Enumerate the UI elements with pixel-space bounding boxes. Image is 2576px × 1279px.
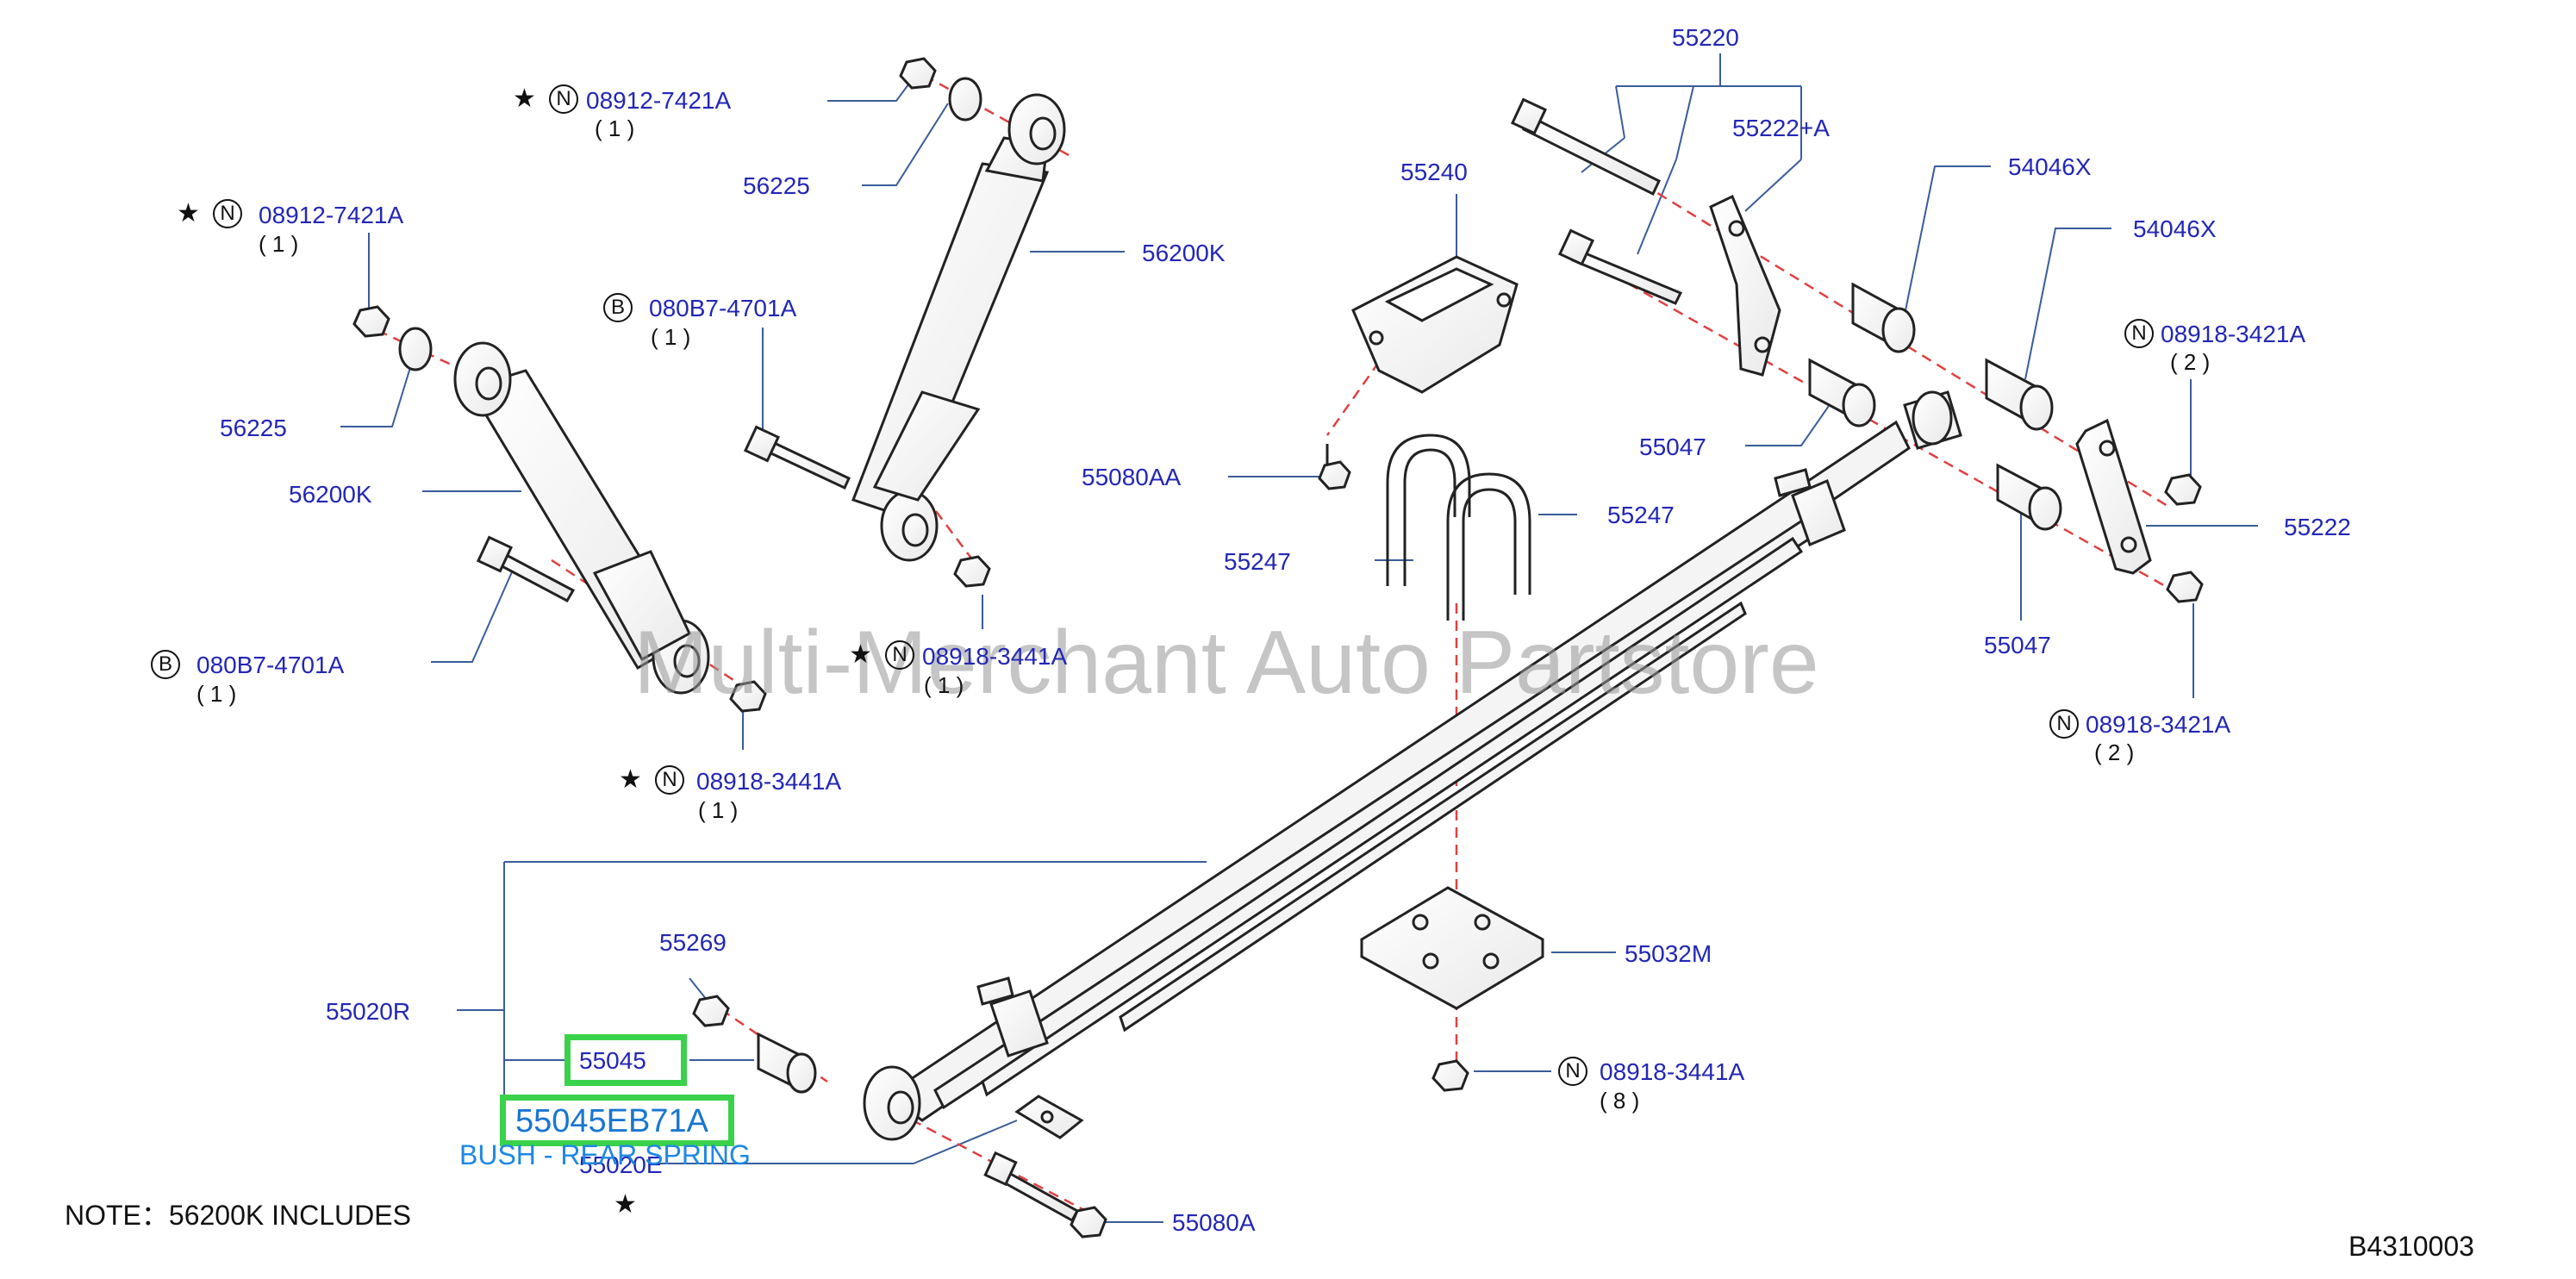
callout-55045[interactable]: 55045: [579, 1047, 646, 1074]
callout-08912-7421a-left[interactable]: 08912-7421A: [259, 202, 404, 228]
badge-n-icon: N: [1558, 1057, 1587, 1086]
qty-08918-3441a-bot: ( 8 ): [1600, 1088, 1640, 1114]
nuts-and-washers: [352, 57, 2204, 1238]
qty-080b7-left: ( 1 ): [196, 681, 237, 707]
star-icon: ★: [619, 764, 642, 795]
bump-stopper: [1351, 255, 1519, 394]
callout-55080aa[interactable]: 55080AA: [1082, 464, 1182, 490]
callout-55020r[interactable]: 55020R: [326, 998, 411, 1025]
badge-b-icon: B: [151, 650, 180, 679]
callout-56225-left[interactable]: 56225: [220, 415, 287, 441]
badge-n-icon: N: [655, 765, 684, 795]
qty-08918-3421a-1: ( 2 ): [2170, 349, 2211, 375]
qty-08918-3421a-2: ( 2 ): [2094, 739, 2135, 765]
callout-55222a[interactable]: 55222+A: [1732, 115, 1830, 141]
leader-lines: [340, 53, 2258, 1223]
spring-seat-plate: [1360, 886, 1544, 1010]
callout-08918-3441a-bot[interactable]: 08918-3441A: [1600, 1058, 1745, 1085]
qty-08918-3441a-left: ( 1 ): [698, 797, 739, 823]
callout-55047-1[interactable]: 55047: [1639, 434, 1706, 460]
note-star-icon: ★: [614, 1189, 637, 1220]
highlight-box-ref: [564, 1034, 687, 1086]
callout-08918-3421a-1[interactable]: 08918-3421A: [2161, 321, 2306, 347]
callout-08912-7421a-top[interactable]: 08912-7421A: [586, 87, 732, 114]
spring-clip: [1014, 1095, 1084, 1139]
qty-08912-7421a-left: ( 1 ): [259, 231, 299, 257]
highlight-box-part-number: [500, 1095, 734, 1146]
figure-id: B4310003: [2348, 1231, 2474, 1262]
callout-55032m[interactable]: 55032M: [1625, 940, 1712, 967]
callout-55020e[interactable]: 55020E: [579, 1151, 663, 1178]
qty-08918-3441a-mid: ( 1 ): [924, 672, 964, 698]
callout-55047-2[interactable]: 55047: [1984, 632, 2051, 658]
qty-08912-7421a-top: ( 1 ): [595, 115, 635, 141]
callout-08918-3441a-left[interactable]: 08918-3441A: [696, 768, 842, 795]
shock-absorber-top: [851, 93, 1066, 562]
callout-56200k-left[interactable]: 56200K: [289, 481, 372, 508]
callout-55269[interactable]: 55269: [659, 929, 727, 956]
badge-b-icon: B: [603, 293, 633, 322]
callout-55220[interactable]: 55220: [1672, 24, 1739, 51]
callout-56225-top[interactable]: 56225: [743, 172, 810, 199]
leaf-spring-assembly: [863, 390, 1962, 1141]
qty-080b7-mid: ( 1 ): [651, 324, 691, 350]
badge-n-icon: N: [2049, 709, 2079, 739]
callout-55247-2[interactable]: 55247: [1607, 502, 1675, 528]
callout-56200k-top[interactable]: 56200K: [1142, 240, 1226, 266]
highlight-caption: BUSH - REAR SPRING: [459, 1139, 751, 1170]
star-icon: ★: [849, 640, 872, 670]
callout-55247-1[interactable]: 55247: [1224, 548, 1291, 575]
u-bolts: [1386, 434, 1531, 621]
callout-080b7-left[interactable]: 080B7-4701A: [196, 652, 345, 678]
badge-n-icon: N: [2124, 319, 2154, 348]
shock-absorber-left: [453, 341, 710, 695]
badge-n-icon: N: [885, 640, 914, 670]
star-icon: ★: [177, 198, 200, 228]
badge-n-icon: N: [549, 84, 578, 114]
badge-n-icon: N: [213, 199, 242, 228]
callout-54046x-2[interactable]: 54046X: [2133, 215, 2217, 242]
highlight-part-number[interactable]: 55045EB71A: [515, 1103, 708, 1139]
callout-08918-3421a-2[interactable]: 08918-3421A: [2086, 711, 2231, 738]
callout-080b7-mid[interactable]: 080B7-4701A: [649, 295, 797, 321]
star-icon: ★: [513, 84, 536, 114]
callout-55080a[interactable]: 55080A: [1172, 1209, 1256, 1236]
callout-55222[interactable]: 55222: [2284, 514, 2351, 540]
bolts: [476, 425, 1329, 1223]
note-text: NOTE：56200K INCLUDES: [65, 1200, 411, 1231]
callout-08918-3441a-mid[interactable]: 08918-3441A: [922, 643, 1068, 670]
callout-54046x-1[interactable]: 54046X: [2008, 153, 2092, 180]
callout-55240[interactable]: 55240: [1400, 159, 1468, 185]
bushings: [757, 282, 2062, 1094]
shackle-hardware: [1510, 97, 2152, 575]
